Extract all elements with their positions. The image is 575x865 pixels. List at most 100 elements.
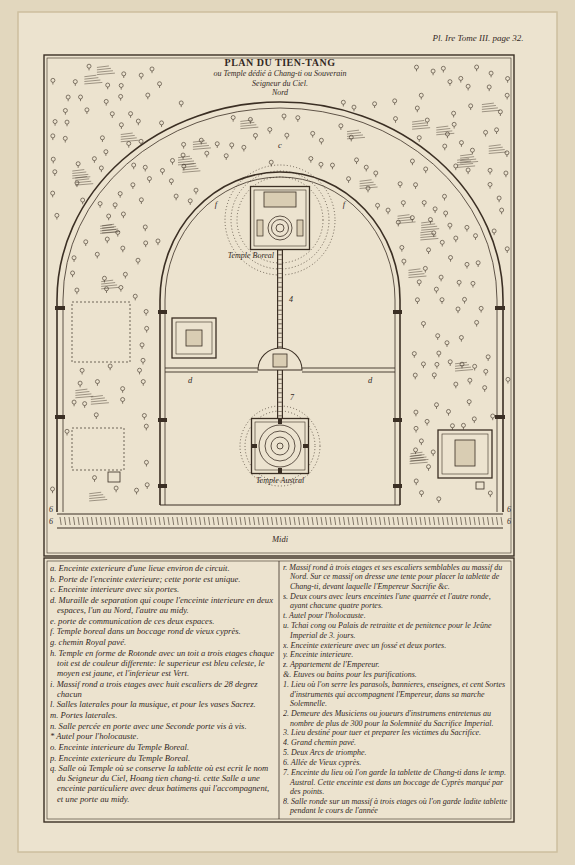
tree-symbol bbox=[296, 116, 300, 122]
tree-symbol bbox=[110, 368, 111, 370]
tree-symbol bbox=[449, 84, 450, 86]
tree-symbol bbox=[434, 287, 438, 293]
side-building bbox=[108, 472, 120, 482]
tree-symbol bbox=[146, 330, 147, 332]
tree-symbol bbox=[136, 492, 137, 494]
tree-symbol bbox=[470, 148, 474, 154]
tree-symbol bbox=[242, 145, 246, 149]
tree-symbol bbox=[319, 138, 323, 144]
tree-symbol bbox=[412, 352, 416, 356]
tree-symbol bbox=[470, 148, 474, 152]
tree-symbol bbox=[285, 133, 289, 137]
tree-symbol bbox=[253, 133, 257, 139]
temple-enclosure: Temple Austral bbox=[251, 418, 309, 474]
tree-symbol bbox=[143, 362, 144, 364]
tree-symbol bbox=[446, 409, 450, 413]
hatching bbox=[75, 391, 89, 393]
tree-symbol bbox=[96, 417, 97, 419]
tree-symbol bbox=[374, 106, 375, 108]
tree-symbol bbox=[490, 495, 491, 497]
cypress-alley bbox=[285, 517, 286, 525]
tree-symbol bbox=[83, 402, 87, 408]
cypress-alley bbox=[92, 517, 93, 525]
tree-symbol bbox=[398, 224, 399, 226]
tree-symbol bbox=[454, 164, 458, 168]
tree-symbol bbox=[147, 177, 151, 181]
tree-symbol bbox=[85, 108, 89, 112]
tree-symbol bbox=[467, 400, 471, 406]
tree-symbol bbox=[53, 120, 57, 124]
tree-symbol bbox=[444, 211, 448, 215]
tree-symbol bbox=[348, 181, 349, 183]
tree-symbol bbox=[108, 364, 112, 368]
tree-symbol bbox=[130, 116, 131, 118]
tree-symbol bbox=[65, 140, 66, 142]
tree-symbol bbox=[97, 384, 98, 386]
hatching bbox=[360, 180, 372, 182]
tree-symbol bbox=[421, 97, 422, 99]
tree-symbol bbox=[459, 284, 460, 286]
tree-symbol bbox=[72, 256, 76, 262]
tree-symbol bbox=[483, 386, 487, 390]
hatching bbox=[240, 122, 254, 124]
tree-symbol bbox=[205, 151, 209, 155]
tree-symbol bbox=[427, 248, 431, 252]
temple-outline bbox=[272, 220, 289, 237]
tree-symbol bbox=[97, 256, 98, 258]
tree-symbol bbox=[472, 417, 476, 423]
key-entry: y. Enceinte interieure. bbox=[283, 650, 509, 659]
tree-symbol bbox=[67, 433, 68, 435]
tree-symbol bbox=[123, 76, 124, 78]
tree-symbol bbox=[231, 116, 235, 122]
tree-symbol bbox=[442, 302, 443, 304]
cypress-alley bbox=[191, 517, 192, 525]
tree-symbol bbox=[475, 238, 476, 240]
hatching bbox=[410, 455, 422, 457]
tree-symbol bbox=[63, 108, 67, 112]
tree-symbol bbox=[417, 110, 418, 112]
tree-symbol bbox=[456, 307, 460, 313]
cypress-alley bbox=[290, 517, 291, 525]
key-entry: e. porte de communication de ces deux es… bbox=[50, 616, 276, 626]
tree-symbol bbox=[150, 67, 154, 73]
tree-symbol bbox=[231, 147, 232, 149]
tree-symbol bbox=[133, 167, 134, 169]
temple-enclosure: Temple Boreal bbox=[250, 186, 310, 250]
tree-symbol bbox=[182, 164, 186, 168]
hatching bbox=[84, 82, 102, 84]
key-entry: 8. Salle ronde sur un massif à trois eta… bbox=[283, 797, 509, 816]
tree-symbol bbox=[487, 85, 491, 89]
tree-symbol bbox=[160, 121, 164, 127]
tree-symbol bbox=[421, 362, 425, 368]
tree-symbol bbox=[441, 279, 442, 281]
key-column: a. Enceinte exterieure d'une lieue envir… bbox=[50, 563, 276, 818]
tree-symbol bbox=[461, 366, 462, 368]
tree-symbol bbox=[448, 360, 452, 366]
tree-symbol bbox=[492, 418, 493, 420]
tree-symbol bbox=[215, 142, 219, 148]
plan-frame bbox=[44, 55, 514, 822]
hatching bbox=[410, 460, 426, 462]
tree-symbol bbox=[491, 75, 492, 77]
tree-symbol bbox=[85, 244, 86, 246]
tree-symbol bbox=[145, 483, 149, 487]
hatching bbox=[398, 217, 412, 219]
tree-symbol bbox=[413, 373, 417, 379]
tree-symbol bbox=[93, 476, 97, 480]
cypress-grove bbox=[237, 177, 323, 263]
tree-symbol bbox=[118, 192, 122, 198]
hatching bbox=[121, 138, 137, 140]
tree-symbol bbox=[139, 198, 143, 204]
tree-symbol bbox=[84, 240, 88, 244]
tree-symbol bbox=[507, 81, 508, 83]
tree-symbol bbox=[465, 225, 469, 231]
tree-symbol bbox=[469, 404, 470, 406]
tree-symbol bbox=[54, 174, 55, 176]
hatching bbox=[193, 143, 207, 145]
tree-symbol bbox=[444, 148, 445, 150]
hatching bbox=[460, 154, 472, 156]
tree-symbol bbox=[468, 88, 469, 90]
hatching bbox=[89, 495, 103, 497]
tree-symbol bbox=[450, 364, 451, 366]
tree-symbol bbox=[440, 240, 444, 246]
